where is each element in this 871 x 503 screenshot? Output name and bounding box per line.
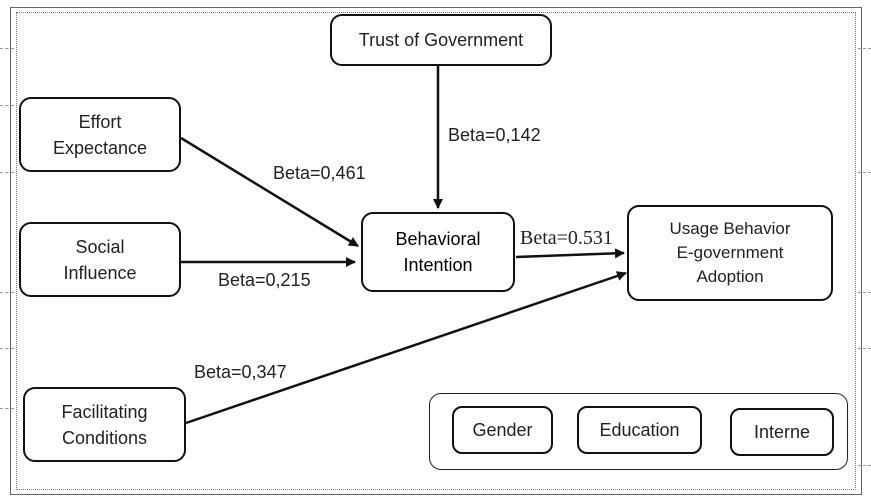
path-label-facilitating: Beta=0,347 bbox=[194, 362, 287, 382]
moderator-gender: Gender bbox=[452, 406, 553, 454]
edge-tick bbox=[0, 348, 14, 349]
node-label: Intention bbox=[403, 255, 473, 275]
moderator-label: Interne bbox=[753, 421, 811, 442]
edge-tick bbox=[0, 408, 14, 409]
arrow-effort-to-intention bbox=[180, 136, 359, 248]
edge-tick bbox=[858, 465, 871, 466]
node-facilitating-conditions: Facilitating Conditions bbox=[23, 387, 186, 462]
edge-tick bbox=[858, 172, 871, 173]
moderator-education: Education bbox=[577, 406, 702, 454]
edge-tick bbox=[858, 348, 871, 349]
node-label: Influence bbox=[63, 262, 137, 283]
edge-tick bbox=[858, 292, 871, 293]
node-label: Conditions bbox=[61, 427, 148, 448]
outer-frame bbox=[10, 7, 862, 495]
node-effort-expectance: Effort Expectance bbox=[19, 97, 181, 172]
node-label: Adoption bbox=[696, 267, 764, 286]
path-label-intention-usage: Beta=0.531 bbox=[520, 227, 613, 249]
node-label: E-government bbox=[676, 243, 784, 262]
arrow-facilitating-to-usage bbox=[185, 271, 627, 425]
edge-tick bbox=[0, 105, 14, 106]
node-label: Trust of Government bbox=[358, 30, 524, 50]
edge-tick bbox=[0, 48, 14, 49]
node-label: Facilitating bbox=[61, 401, 148, 422]
path-label-trust: Beta=0,142 bbox=[448, 125, 541, 145]
path-label-social: Beta=0,215 bbox=[218, 270, 311, 290]
moderator-label: Education bbox=[599, 419, 680, 440]
node-label: Behavioral bbox=[395, 229, 481, 249]
node-label: Expectance bbox=[52, 137, 148, 158]
node-label: Effort bbox=[78, 111, 122, 132]
node-social-influence: Social Influence bbox=[19, 222, 181, 297]
moderator-internet: Interne bbox=[730, 408, 834, 456]
path-label-effort: Beta=0,461 bbox=[273, 163, 366, 183]
node-label: Social bbox=[75, 236, 125, 257]
node-usage-behavior: Usage Behavior E-government Adoption bbox=[627, 205, 833, 301]
edge-tick bbox=[0, 292, 14, 293]
edge-tick bbox=[858, 48, 871, 49]
inner-frame bbox=[16, 12, 856, 490]
node-label: Usage Behavior bbox=[669, 219, 791, 238]
edge-tick bbox=[0, 172, 14, 173]
node-behavioral-intention: Behavioral Intention bbox=[361, 212, 515, 292]
moderator-label: Gender bbox=[472, 419, 533, 440]
arrow-intention-to-usage bbox=[515, 248, 625, 259]
node-trust-of-government: Trust of Government bbox=[330, 14, 552, 66]
